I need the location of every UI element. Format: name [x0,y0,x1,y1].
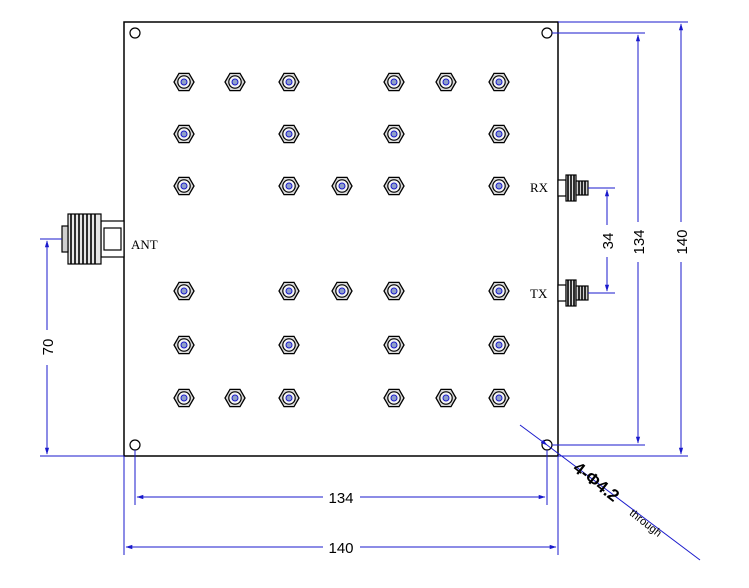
tuning-screw-icon [173,176,195,196]
dim-bottom-inner: 134 [328,490,353,507]
hole-spec: 4-Φ4.2 [570,458,623,505]
tx-label: TX [530,286,548,301]
tuning-screw-icon [173,72,195,92]
tuning-screw-icon [278,388,300,408]
tuning-screw-icon [383,124,405,144]
tuning-screw-icon [488,335,510,355]
dim-right-inner: 134 [631,229,648,254]
rx-label: RX [530,180,549,195]
tuning-screw-icon [278,335,300,355]
tuning-screw-icon [488,72,510,92]
tuning-screw-icon [173,124,195,144]
tuning-screw-icon [173,281,195,301]
tuning-screw-icon [278,124,300,144]
tuning-screw-icon [173,388,195,408]
tuning-screw-icon [224,72,246,92]
hole-suffix: through [627,507,664,539]
tuning-screw-icon [331,176,353,196]
housing-outline [123,21,559,457]
tuning-screw-icon [488,388,510,408]
tuning-screw-icon [278,281,300,301]
mounting-hole-top-left [129,27,141,39]
mounting-hole-bottom-left [129,439,141,451]
tuning-screw-icon [173,335,195,355]
tuning-screw-icon [383,176,405,196]
tuning-screw-icon [383,388,405,408]
tuning-screw-icon [224,388,246,408]
tuning-screw-icon [278,72,300,92]
tuning-screw-icon [383,72,405,92]
tuning-screw-icon [435,72,457,92]
tuning-screw-icon [331,281,353,301]
tuning-screw-icon [383,281,405,301]
tuning-screw-icon [435,388,457,408]
tuning-screw-icon [488,176,510,196]
dim-ant-height: 70 [40,339,57,356]
ant-label: ANT [131,237,158,252]
rx-connector-icon [557,174,589,202]
tuning-screw-icon [278,176,300,196]
dim-bottom-outer: 140 [328,540,353,557]
tuning-screw-icon [488,281,510,301]
tx-connector-icon [557,279,589,307]
mounting-hole-top-right [541,27,553,39]
tuning-screw-icon [488,124,510,144]
ant-connector-icon [61,213,125,265]
dimension-lines [40,21,701,561]
tuning-screw-icon [383,335,405,355]
dim-port-spacing: 34 [600,233,617,250]
dim-right-outer: 140 [674,229,691,254]
